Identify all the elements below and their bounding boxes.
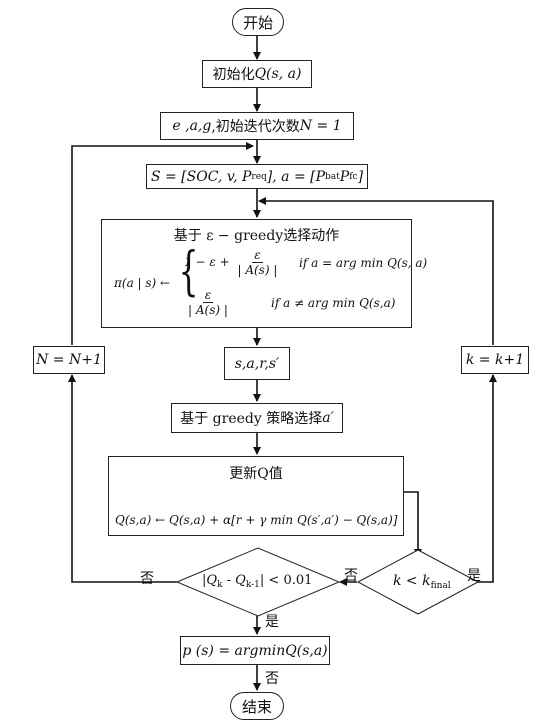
k-increment-label: k = k+1: [465, 352, 525, 368]
init-params-text: ,初始迭代次数: [211, 119, 300, 135]
update-formula: Q(s,a) ← Q(s,a) + α[r + γ min Q(s′,a′) −…: [115, 513, 398, 527]
condq-text: |Q: [202, 573, 218, 588]
decision-condq: [175, 547, 341, 617]
result-pre: p (s) = argmin: [182, 642, 286, 659]
n-increment-label: N = N+1: [36, 352, 102, 368]
egreedy-node: 基于 ε − greedy选择动作 π(a | s) ← { 1 − ε + ε…: [101, 219, 427, 328]
init-params-expr: N = 1: [299, 118, 342, 134]
policy-row2-num: ε: [202, 288, 214, 303]
state-sub-fc: fc: [349, 171, 358, 182]
edge-ninc-loop: [71, 142, 254, 345]
edge-condq-ninc: [68, 374, 177, 583]
n-increment-node: N = N+1: [33, 346, 105, 374]
state-end: ]: [357, 168, 364, 185]
condq-sub1: k: [217, 580, 223, 590]
policy-row1-pre: 1 − ε +: [184, 255, 230, 269]
start-label: 开始: [242, 13, 273, 32]
greedy-text: 基于 greedy 策略选择: [180, 411, 323, 427]
edge-label-k-no: 否: [344, 568, 358, 584]
state-mid: ], a = [P: [266, 168, 326, 185]
decision-condk: [356, 549, 480, 615]
policy-row2-den: | A(s) |: [188, 303, 228, 317]
policy-row2-cond: if a ≠ arg min Q(s,a): [271, 296, 396, 310]
edge-label-q-no: 否: [140, 571, 154, 587]
condq-label: |Qk - Qk-1| < 0.01: [202, 573, 312, 590]
state-sub-bat: bat: [325, 171, 340, 182]
transition-label: s,a,r,s′: [234, 355, 280, 372]
edge-update-condk: [403, 491, 422, 557]
policy-lhs: π(a | s) ←: [114, 276, 171, 290]
condk-label: k < kfinal: [393, 573, 451, 591]
init-q-expr: Q(s, a): [254, 66, 302, 82]
k-increment-node: k = k+1: [461, 346, 529, 374]
condk-text: k < k: [393, 573, 431, 589]
policy-row-1: 1 − ε + ε| A(s) |: [184, 248, 281, 277]
state-sub-req: req: [251, 171, 267, 182]
policy-row1-num: ε: [252, 248, 263, 263]
policy-row-2: ε| A(s) |: [184, 288, 232, 317]
state-mid2: P: [339, 168, 350, 185]
greedy-expr: a′: [322, 410, 334, 426]
policy-row1-frac: ε| A(s) |: [235, 248, 279, 277]
condq-end: | < 0.01: [259, 573, 313, 588]
edge-condk-kinc: [477, 374, 497, 583]
condk-sub: final: [430, 581, 451, 591]
policy-row1-den: | A(s) |: [237, 263, 278, 277]
edge-label-q-yes: 是: [265, 614, 279, 630]
policy-row2-frac: ε| A(s) |: [186, 288, 230, 317]
egreedy-title: 基于 ε − greedy选择动作: [173, 228, 340, 244]
end-node: 结束: [230, 692, 284, 720]
update-title: 更新Q值: [229, 466, 283, 482]
transition-node: s,a,r,s′: [224, 347, 290, 380]
init-params-node: e ,a,g ,初始迭代次数 N = 1: [160, 112, 354, 140]
init-q-text: 初始化: [212, 67, 255, 83]
result-expr: Q(s,a): [285, 642, 328, 659]
start-node: 开始: [232, 8, 284, 36]
init-params-vars: e ,a,g: [172, 118, 212, 134]
condq-sub2: k-1: [245, 580, 260, 590]
edge-label-k-yes: 是: [467, 568, 481, 584]
policy-row1-cond: if a = arg min Q(s, a): [299, 256, 428, 270]
edge-label-result-no: 否: [265, 671, 279, 687]
condq-mid: - Q: [222, 573, 246, 588]
state-def: S = [SOC, v, P: [150, 168, 252, 185]
end-label: 结束: [241, 697, 272, 716]
update-node: 更新Q值 Q(s,a) ← Q(s,a) + α[r + γ min Q(s′,…: [108, 456, 404, 536]
policy-brace: {: [178, 242, 199, 302]
edge-kinc-loop: [258, 197, 494, 345]
